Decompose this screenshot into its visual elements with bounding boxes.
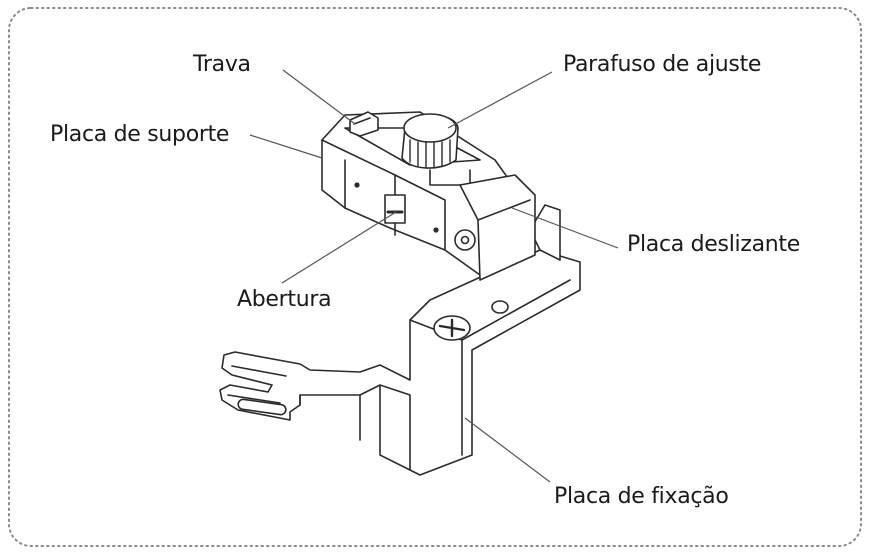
leader-deslizante [511, 207, 619, 249]
label-abertura: Abertura [237, 287, 332, 312]
label-parafuso-de-ajuste: Parafuso de ajuste [563, 52, 762, 77]
leader-trava [282, 69, 356, 125]
latch [349, 111, 379, 137]
dotted-frame [8, 7, 862, 547]
leader-suporte [249, 134, 323, 159]
leader-parafuso [447, 71, 553, 129]
label-trava: Trava [193, 52, 251, 77]
opening [384, 194, 406, 224]
leader-fixacao [464, 417, 551, 483]
label-placa-deslizante: Placa deslizante [627, 232, 800, 257]
leader-abertura [281, 211, 397, 284]
label-placa-de-fixacao: Placa de fixação [554, 484, 729, 509]
label-placa-de-suporte: Placa de suporte [50, 122, 230, 147]
fixing-plate [219, 249, 581, 476]
